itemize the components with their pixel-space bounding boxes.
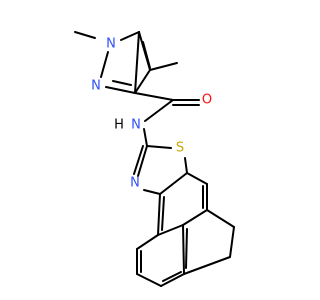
bond-8 [142, 41, 151, 69]
bond-6 [134, 69, 151, 94]
bond-22 [186, 172, 208, 185]
bond-14 [143, 128, 148, 147]
bond-19 [159, 172, 188, 195]
bond-10 [134, 92, 174, 101]
molecule-structure: N N O N H S N [74, 31, 235, 287]
bond-0 [74, 31, 96, 39]
bond-32 [162, 271, 182, 282]
bond-31 [160, 273, 185, 287]
bond-33 [182, 224, 185, 275]
atom-o-carbonyl: O [202, 93, 212, 108]
atom-h-amide: H [114, 118, 124, 133]
bond-20 [184, 157, 188, 174]
bond-15 [146, 145, 172, 149]
atom-n-thiazole: N [130, 176, 140, 191]
bond-2 [100, 51, 109, 78]
bond-21 [157, 193, 161, 236]
bond-16 [137, 145, 148, 177]
bond-18 [143, 189, 161, 195]
bond-25 [182, 209, 208, 226]
atom-n-amide: N [131, 118, 141, 133]
bond-1 [120, 31, 140, 41]
bond-38 [185, 228, 188, 269]
bond-34 [206, 209, 235, 228]
molecule-diagram: N N O N H S N [74, 31, 235, 287]
bond-13 [144, 99, 174, 122]
bond-3 [105, 86, 136, 94]
bond-27 [136, 234, 159, 250]
bond-17 [133, 145, 144, 175]
bond-9 [149, 62, 178, 71]
bond-26 [157, 224, 184, 236]
atom-s-thiazole: S [176, 141, 184, 156]
bond-36 [183, 256, 231, 275]
bond-30 [136, 273, 162, 287]
atom-n-pyrazole: N [91, 79, 101, 94]
bond-35 [229, 226, 235, 258]
bond-7 [112, 80, 132, 86]
bond-37 [161, 196, 165, 231]
atom-n-methyl: N [106, 37, 116, 52]
bond-4 [134, 31, 140, 94]
bond-layer [74, 31, 235, 287]
